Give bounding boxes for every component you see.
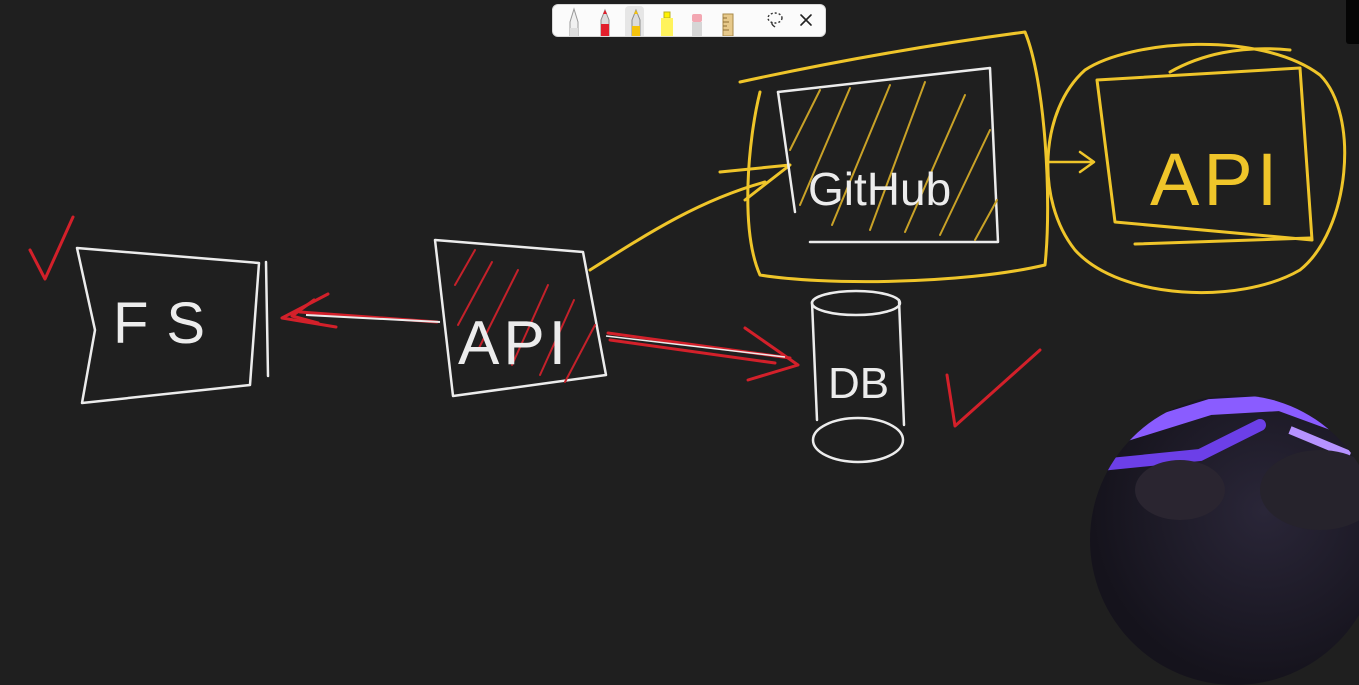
- webcam-feed-image: [1094, 395, 1359, 530]
- github-hatching: [789, 81, 998, 241]
- api-right-circle: [1046, 42, 1347, 295]
- fs-box: [75, 246, 270, 405]
- api-center-hatching: [454, 249, 596, 383]
- github-label: GitHub: [808, 163, 951, 215]
- github-box: [776, 66, 1000, 244]
- ruler-tool[interactable]: [717, 6, 736, 36]
- eraser-icon: [692, 14, 703, 36]
- white-pen-tool[interactable]: [563, 6, 582, 36]
- line-api-fs-white: [305, 314, 441, 323]
- line-api-db-white: [605, 335, 786, 358]
- lasso-select-button[interactable]: [765, 3, 784, 36]
- red-pen-icon: [600, 8, 610, 36]
- webcam-overlay: [1090, 395, 1359, 685]
- arrow-api-to-fs: [280, 292, 439, 329]
- fs-label: FS: [113, 291, 223, 356]
- db-label: DB: [828, 359, 889, 408]
- check-mark-db: [945, 348, 1042, 428]
- api-center-label: API: [458, 309, 570, 378]
- ruler-icon: [722, 13, 734, 36]
- close-toolbar-button[interactable]: [796, 3, 815, 36]
- api-center-box: [433, 238, 608, 398]
- drawing-toolbar: [552, 4, 826, 37]
- yellow-pen-tool[interactable]: [624, 6, 644, 36]
- eraser-tool[interactable]: [686, 6, 705, 36]
- arrow-github-to-api: [1046, 150, 1096, 174]
- highlighter-tool[interactable]: [656, 6, 675, 36]
- highlighter-icon: [660, 11, 673, 36]
- db-cylinder: [810, 289, 906, 464]
- check-mark-fs: [28, 215, 75, 281]
- arrow-api-to-github: [588, 163, 792, 272]
- window-corner-tab: [1346, 0, 1359, 44]
- close-icon: [799, 13, 812, 26]
- yellow-pen-icon: [631, 8, 641, 36]
- lasso-select-icon: [767, 11, 783, 28]
- whiteboard-canvas[interactable]: FS API DB: [0, 0, 1359, 487]
- red-pen-tool[interactable]: [594, 6, 613, 36]
- api-right-label: API: [1150, 138, 1281, 221]
- white-pen-icon: [569, 7, 579, 36]
- github-outer-frame: [738, 30, 1050, 284]
- arrow-api-to-db: [606, 326, 800, 382]
